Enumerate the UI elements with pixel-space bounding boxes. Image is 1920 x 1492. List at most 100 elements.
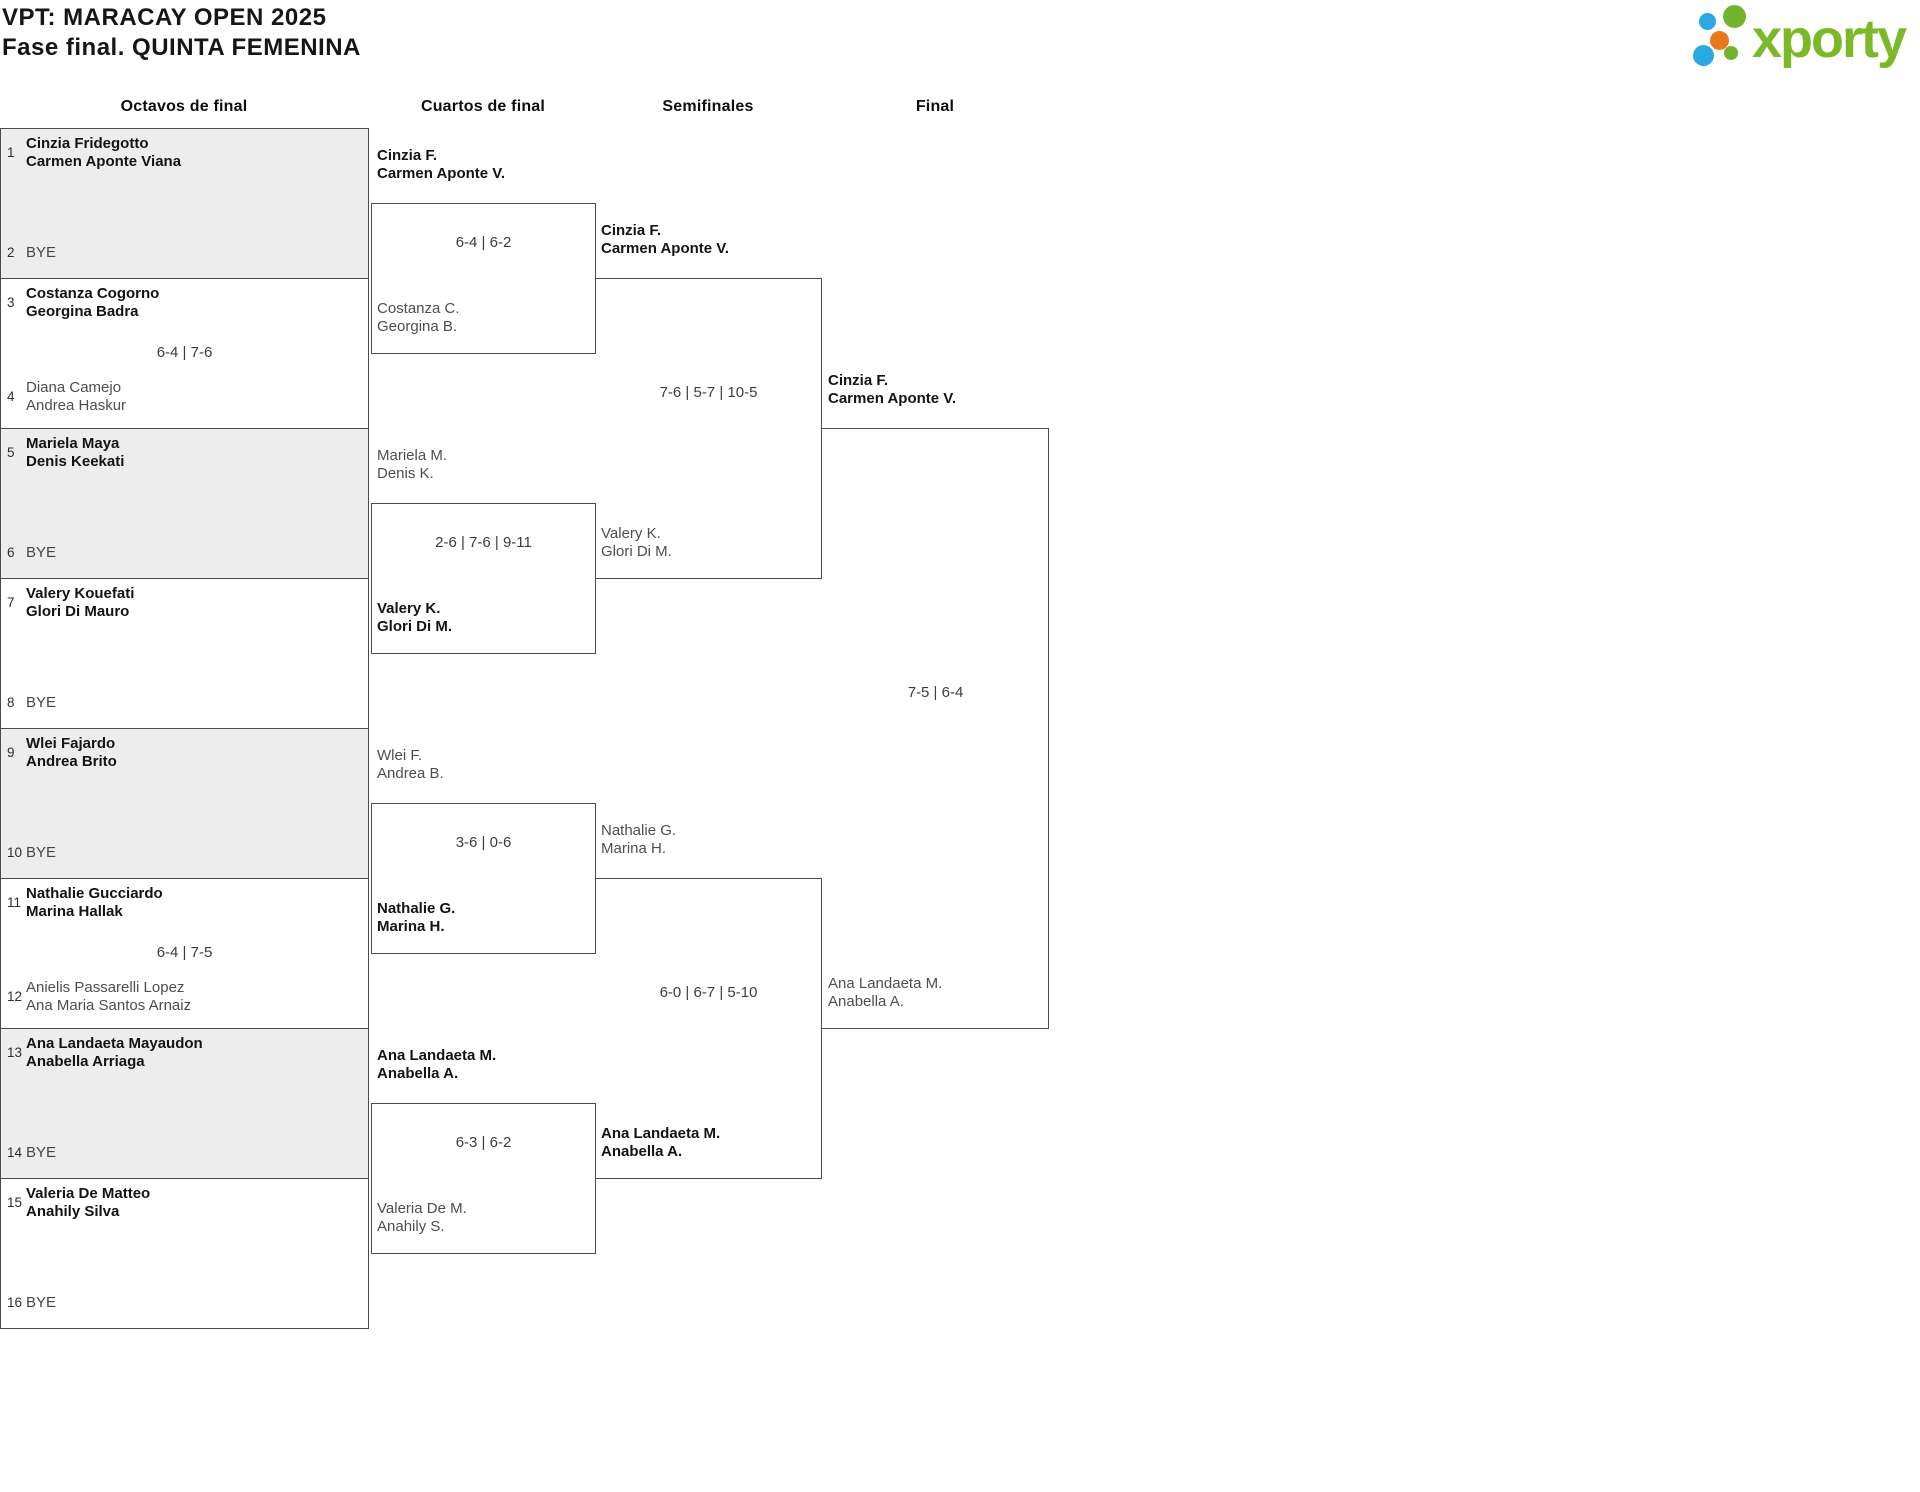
player-name: Diana Camejo — [26, 379, 122, 396]
tournament-subtitle: Fase final. QUINTA FEMENINA — [2, 34, 361, 61]
match-box-octavos-5 — [0, 728, 369, 879]
team-entry: Ana Landaeta M.Anabella A. — [601, 1125, 720, 1161]
seed-number: 5 — [7, 445, 15, 460]
player-name: Georgina Badra — [26, 303, 139, 320]
match-box-semifinales-1 — [595, 278, 822, 579]
logo-dot-blue-small — [1699, 13, 1716, 30]
player-name: Ana Landaeta Mayaudon — [26, 1035, 203, 1052]
round-header-octavos: Octavos de final — [120, 98, 248, 115]
team-entry: Cinzia F.Carmen Aponte V. — [601, 222, 729, 258]
player-name: Anabella A. — [601, 1143, 683, 1160]
player-name: Anabella Arriaga — [26, 1053, 145, 1070]
seed-number: 12 — [7, 989, 23, 1004]
player-name: Mariela Maya — [26, 435, 120, 452]
player-name: Valery Kouefati — [26, 585, 135, 602]
seed-number: 16 — [7, 1295, 23, 1310]
player-name: Glori Di M. — [601, 543, 672, 560]
match-box-octavos-1 — [0, 128, 369, 279]
player-name: Andrea Brito — [26, 753, 117, 770]
match-score: 6-4 | 6-2 — [455, 234, 512, 251]
team-entry-bye: BYE — [26, 1294, 56, 1312]
player-name: Valeria De Matteo — [26, 1185, 151, 1202]
seed-number: 3 — [7, 295, 15, 310]
match-score: 2-6 | 7-6 | 9-11 — [435, 534, 532, 551]
player-name: Marina H. — [601, 840, 667, 857]
seed-number: 8 — [7, 695, 15, 710]
player-name: Cinzia F. — [377, 147, 438, 164]
player-name: Andrea B. — [377, 765, 444, 782]
player-name: Ana Landaeta M. — [377, 1047, 497, 1064]
team-entry-bye: BYE — [26, 844, 56, 862]
seed-number: 1 — [7, 145, 15, 160]
match-score: 6-4 | 7-6 — [156, 344, 213, 361]
team-entry-bye: BYE — [26, 694, 56, 712]
seed-number: 2 — [7, 245, 15, 260]
match-score: 6-0 | 6-7 | 5-10 — [659, 984, 758, 1001]
team-entry: Valery K.Glori Di M. — [601, 525, 672, 561]
player-name: BYE — [26, 544, 57, 561]
player-name: Carmen Aponte Viana — [26, 153, 182, 170]
match-score: 6-3 | 6-2 — [455, 1134, 512, 1151]
logo-dot-green-large — [1723, 5, 1746, 28]
match-box-octavos-8 — [0, 1178, 369, 1329]
player-name: Denis K. — [377, 465, 434, 482]
player-name: Carmen Aponte V. — [828, 390, 957, 407]
player-name: Ana Landaeta M. — [601, 1125, 721, 1142]
logo-dot-orange — [1710, 31, 1729, 50]
seed-number: 15 — [7, 1195, 23, 1210]
match-score: 3-6 | 0-6 — [455, 834, 512, 851]
player-name: Ana Maria Santos Arnaiz — [26, 997, 192, 1014]
player-name: Nathalie G. — [601, 822, 677, 839]
seed-number: 14 — [7, 1145, 23, 1160]
player-name: Anahily Silva — [26, 1203, 120, 1220]
player-name: Anielis Passarelli Lopez — [26, 979, 185, 996]
player-name: Valery K. — [601, 525, 661, 542]
player-name: Anabella A. — [377, 1065, 459, 1082]
seed-number: 9 — [7, 745, 15, 760]
header: VPT: MARACAY OPEN 2025 Fase final. QUINT… — [2, 3, 361, 63]
player-name: Nathalie Gucciardo — [26, 885, 163, 902]
match-box-semifinales-2 — [595, 878, 822, 1179]
team-entry: Cinzia F.Carmen Aponte V. — [377, 147, 505, 183]
player-name: Ana Landaeta M. — [828, 975, 943, 992]
player-name: Cinzia F. — [601, 222, 662, 239]
team-entry: Ana Landaeta M.Anabella A. — [377, 1047, 496, 1083]
player-name: BYE — [26, 1294, 57, 1311]
xporty-logo[interactable]: xporty — [1690, 2, 1915, 72]
player-name: Denis Keekati — [26, 453, 125, 470]
player-name: Marina Hallak — [26, 903, 123, 920]
player-name: Cinzia F. — [828, 372, 889, 389]
player-name: Carmen Aponte V. — [377, 165, 506, 182]
team-entry-bye: BYE — [26, 1144, 56, 1162]
player-name: Costanza Cogorno — [26, 285, 160, 302]
match-box-final-1 — [822, 428, 1049, 1029]
team-entry: Nathalie G.Marina H. — [377, 900, 455, 936]
team-entry: Mariela M.Denis K. — [377, 447, 447, 483]
team-entry: Costanza C.Georgina B. — [377, 300, 460, 336]
player-name: BYE — [26, 244, 57, 261]
team-entry: Valeria De M.Anahily S. — [377, 1200, 467, 1236]
player-name: Andrea Haskur — [26, 397, 127, 414]
player-name: Glori Di M. — [377, 618, 452, 635]
round-header-semifinales: Semifinales — [662, 98, 754, 115]
match-score: 7-6 | 5-7 | 10-5 — [659, 384, 758, 401]
round-header-cuartos: Cuartos de final — [420, 98, 546, 115]
player-name: Wlei F. — [377, 747, 422, 764]
team-entry: Ana Landaeta M.Anabella A. — [828, 975, 942, 1011]
player-name: Anahily S. — [377, 1218, 445, 1235]
team-entry-bye: BYE — [26, 244, 56, 262]
team-entry: Cinzia F.Carmen Aponte V. — [828, 372, 956, 408]
player-name: Mariela M. — [377, 447, 448, 464]
seed-number: 10 — [7, 845, 23, 860]
logo-brand-text: xporty — [1752, 9, 1907, 69]
seed-number: 11 — [7, 895, 22, 910]
